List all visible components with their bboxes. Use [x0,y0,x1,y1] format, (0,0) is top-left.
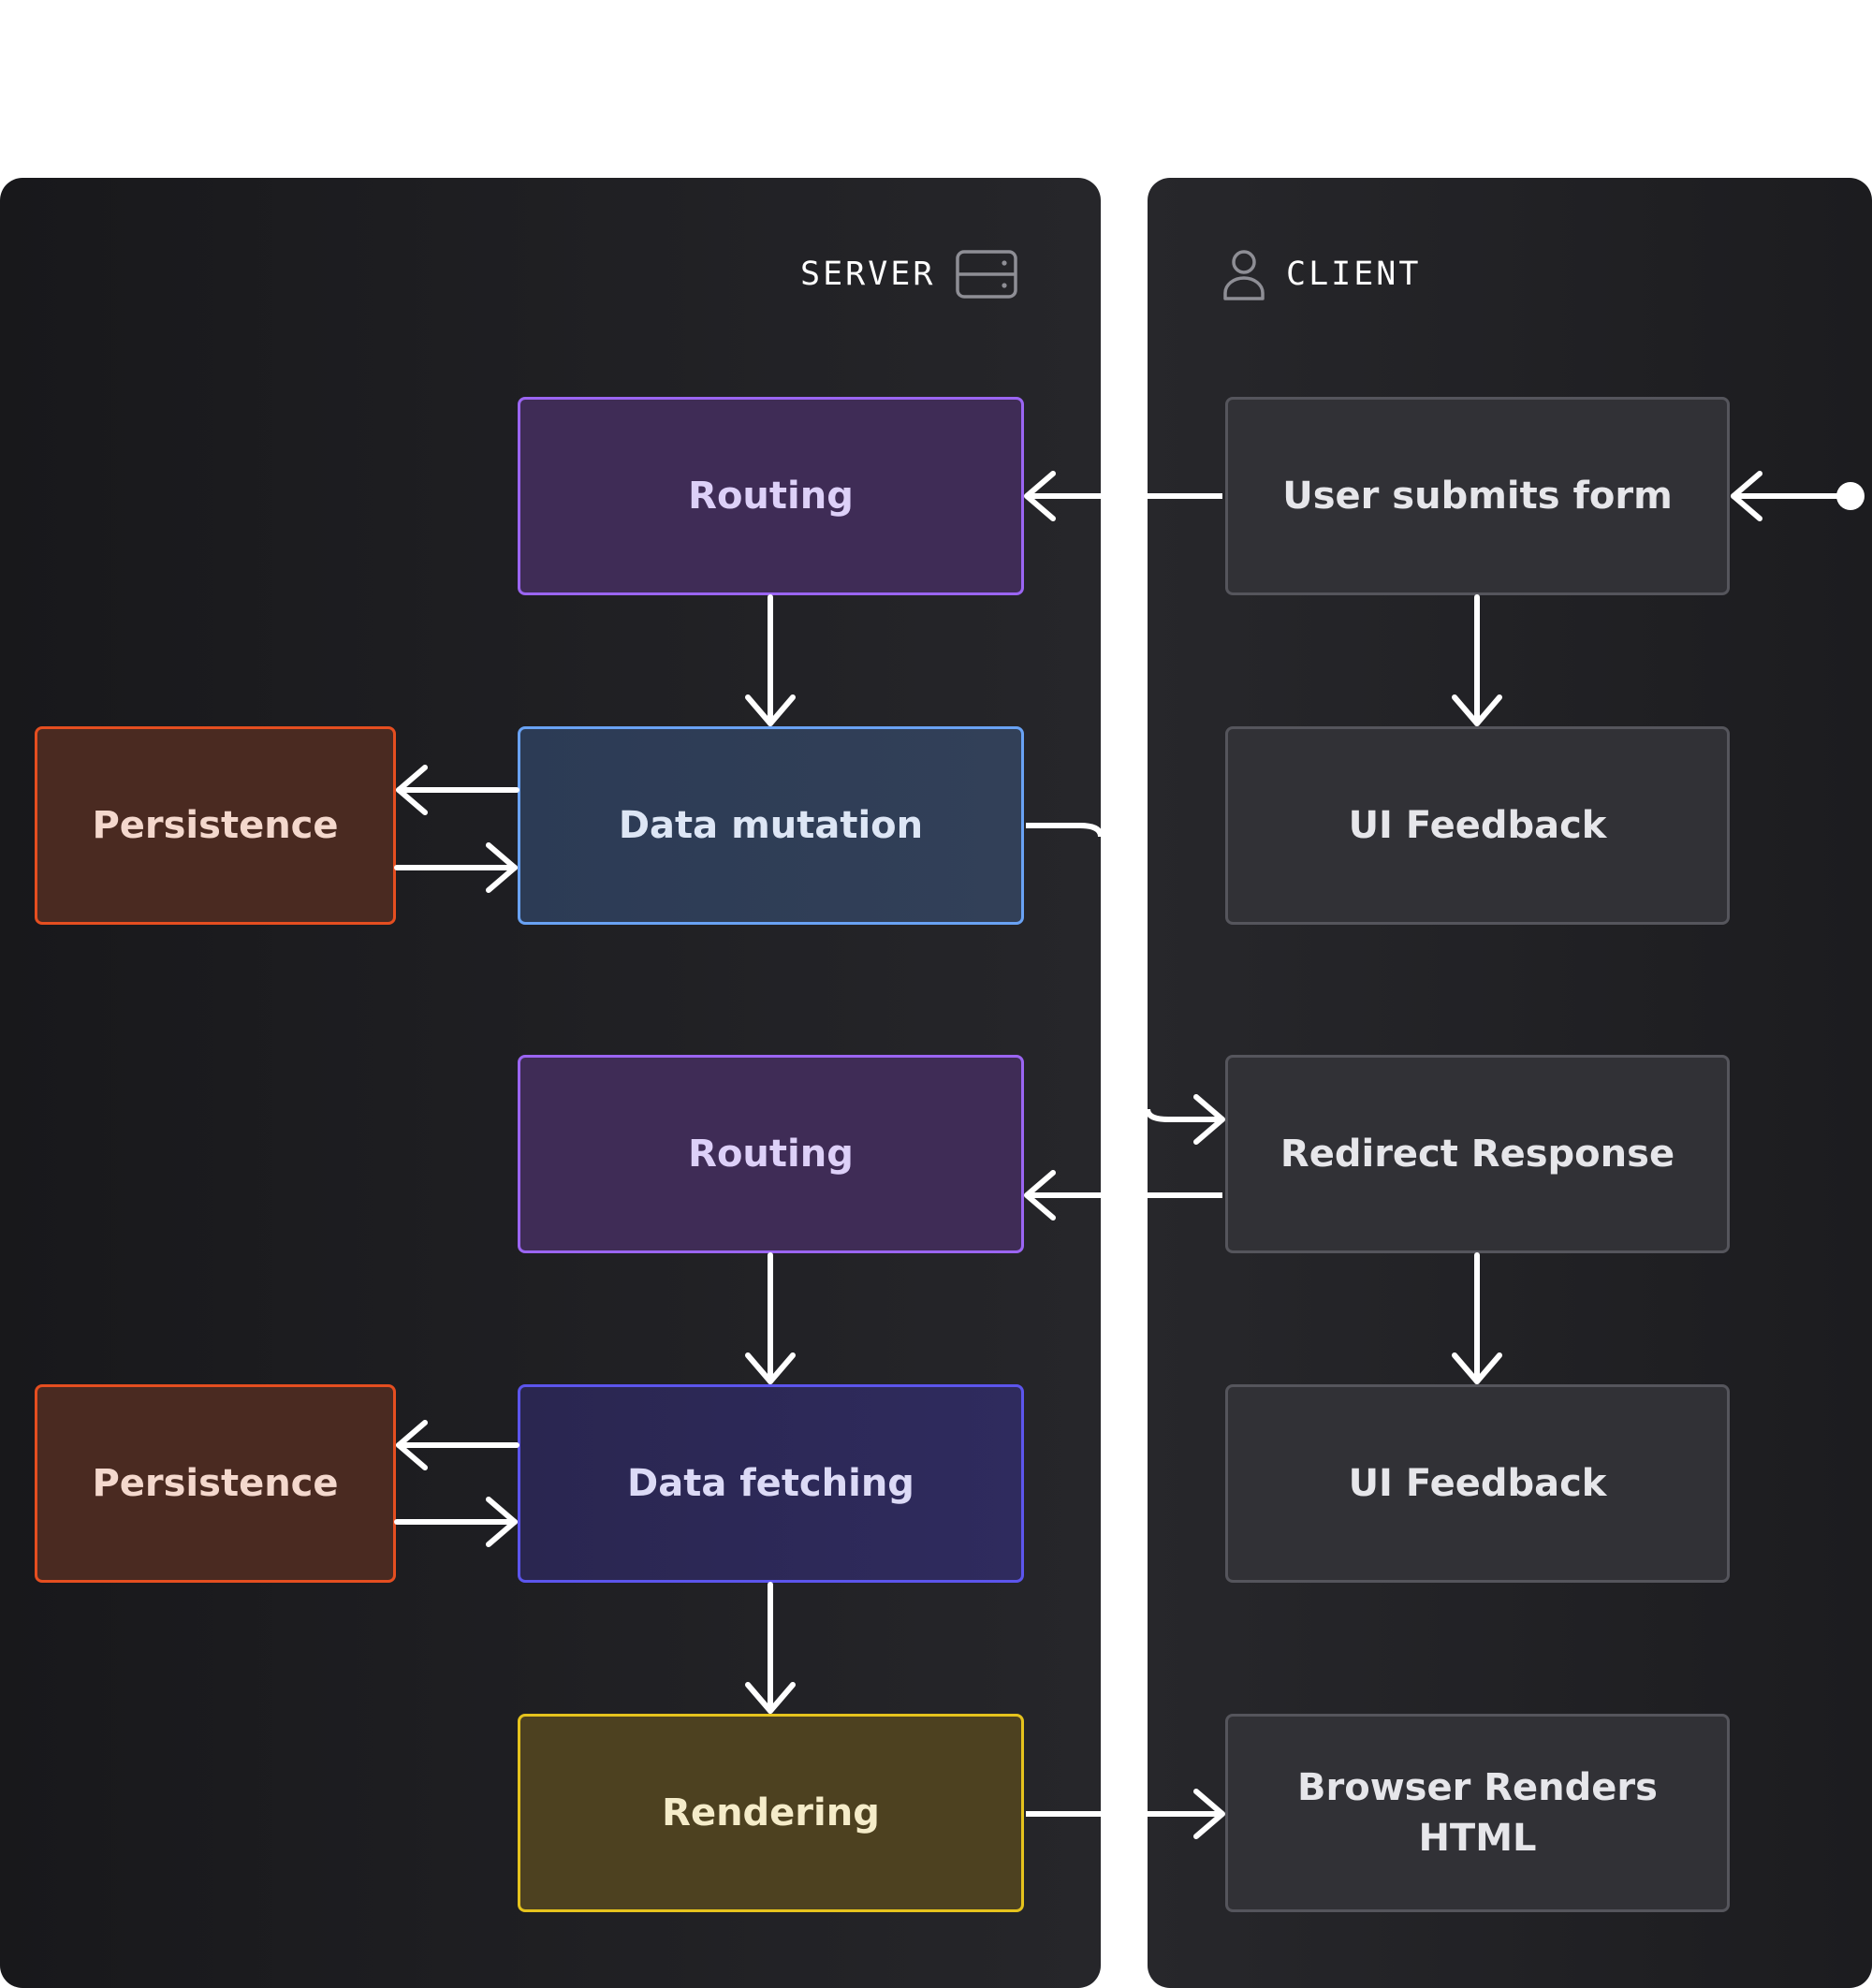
ui-feedback-box-2: UI Feedback [1225,1384,1730,1583]
persistence-box-1: Persistence [35,726,396,925]
routing-box-1: Routing [518,397,1024,595]
client-title: CLIENT [1286,256,1422,293]
server-header: SERVER [800,241,1018,307]
server-title: SERVER [800,256,936,293]
data-mutation-box: Data mutation [518,726,1024,925]
persistence-box-2: Persistence [35,1384,396,1583]
browser-renders-html-box: Browser Renders HTML [1225,1714,1730,1912]
user-icon [1222,248,1265,300]
client-header: CLIENT [1222,241,1421,307]
rendering-box: Rendering [518,1714,1024,1912]
data-fetching-box: Data fetching [518,1384,1024,1583]
routing-box-2: Routing [518,1055,1024,1253]
redirect-response-box: Redirect Response [1225,1055,1730,1253]
server-icon [956,250,1018,299]
user-submits-form-box: User submits form [1225,397,1730,595]
ui-feedback-box-1: UI Feedback [1225,726,1730,925]
